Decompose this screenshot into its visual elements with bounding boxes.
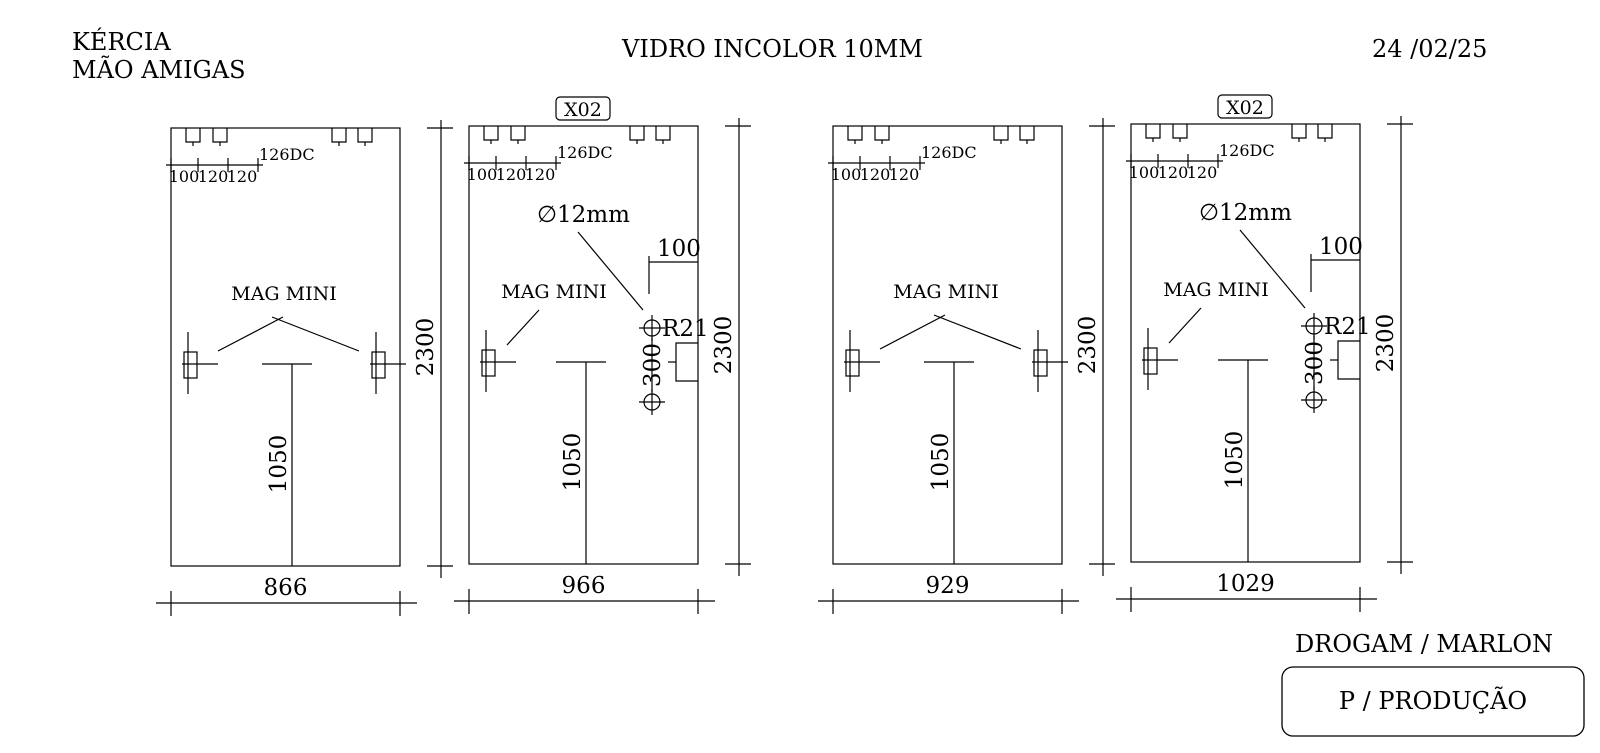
hole-diameter-label: ∅12mm	[537, 202, 630, 228]
diameter-leader	[577, 231, 644, 311]
panel-outline	[170, 127, 401, 567]
status-label: P / PRODUÇÃO	[1339, 686, 1527, 715]
mag-leader	[506, 309, 540, 346]
handle-height-label: 1050	[266, 435, 292, 494]
hinge-cutout	[655, 126, 671, 141]
status-box	[1281, 666, 1585, 737]
hinge-code-label: 126DC	[557, 143, 613, 162]
drawing-date: 24 /02/25	[1372, 35, 1487, 63]
qty-box	[1217, 94, 1273, 119]
width-dim-label: 929	[926, 573, 970, 599]
width-dim-label: 1029	[1216, 571, 1275, 597]
handle-height-label: 1050	[1222, 431, 1248, 490]
mag-label: MAG MINI	[231, 283, 336, 305]
qty-label: X02	[1226, 97, 1264, 119]
width-dim-label: 866	[264, 575, 308, 601]
hinge-dim-label: 120	[860, 165, 891, 184]
hinge-cutout	[185, 128, 201, 143]
hinge-dim-label: 100	[467, 165, 498, 184]
drawing-title: VIDRO INCOLOR 10MM	[621, 35, 923, 63]
hole-spacing-label: 300	[1302, 341, 1328, 385]
radius-label: R21	[662, 316, 709, 342]
hinge-cutout	[847, 126, 863, 141]
width-dim-label: 966	[562, 573, 606, 599]
hinge-cutout	[874, 126, 890, 141]
qty-box	[555, 96, 611, 121]
hinge-cutout	[1291, 124, 1307, 139]
mag-lock-symbol	[1033, 349, 1048, 377]
mag-leader	[217, 316, 284, 352]
hinge-dim-label: 120	[496, 165, 527, 184]
client-name-line2: MÃO AMIGAS	[72, 55, 246, 84]
hinge-cutout	[212, 128, 228, 143]
hole-offset-label: 100	[657, 236, 701, 262]
mag-label: MAG MINI	[501, 281, 606, 303]
handle-notch	[1337, 340, 1360, 380]
hole-spacing-label: 300	[640, 343, 666, 387]
height-dim-label: 2300	[413, 318, 439, 377]
mag-leader	[879, 314, 946, 350]
mag-lock-symbol	[183, 351, 198, 379]
mag-lock-symbol	[481, 349, 496, 377]
mag-label: MAG MINI	[1163, 279, 1268, 301]
hinge-code-label: 126DC	[259, 145, 315, 164]
hinge-cutout	[1172, 124, 1188, 139]
hinge-dim-label: 120	[1158, 163, 1189, 182]
height-dim-label: 2300	[1075, 316, 1101, 375]
hole-offset-label: 100	[1319, 234, 1363, 260]
hinge-code-label: 126DC	[1219, 141, 1275, 160]
client-name-line1: KÉRCIA	[72, 27, 171, 56]
height-dim-label: 2300	[711, 316, 737, 375]
radius-label: R21	[1324, 314, 1371, 340]
mag-lock-symbol	[1143, 347, 1158, 375]
hinge-cutout	[1019, 126, 1035, 141]
height-dim-label: 2300	[1373, 314, 1399, 373]
hinge-cutout	[331, 128, 347, 143]
mag-leader	[1168, 307, 1202, 344]
handle-height-label: 1050	[560, 433, 586, 492]
mag-lock-symbol	[845, 349, 860, 377]
qty-label: X02	[564, 99, 602, 121]
diameter-leader	[1239, 229, 1306, 309]
hinge-dim-label: 120	[227, 167, 258, 186]
panel-outline	[832, 125, 1063, 565]
hinge-cutout	[510, 126, 526, 141]
panel-outline	[1130, 123, 1361, 563]
mag-label: MAG MINI	[893, 281, 998, 303]
handle-notch	[675, 342, 698, 382]
hinge-cutout	[357, 128, 373, 143]
hinge-code-label: 126DC	[921, 143, 977, 162]
mag-leader	[933, 314, 1022, 350]
hinge-cutout	[993, 126, 1009, 141]
hinge-cutout	[1317, 124, 1333, 139]
hinge-dim-label: 120	[889, 165, 920, 184]
hinge-dim-label: 100	[831, 165, 862, 184]
hinge-dim-label: 120	[525, 165, 556, 184]
hinge-cutout	[483, 126, 499, 141]
panel-outline	[468, 125, 699, 565]
hinge-cutout	[1145, 124, 1161, 139]
hinge-dim-label: 120	[198, 167, 229, 186]
handle-height-label: 1050	[928, 433, 954, 492]
hole-diameter-label: ∅12mm	[1199, 200, 1292, 226]
mag-leader	[271, 316, 360, 352]
mag-lock-symbol	[371, 351, 386, 379]
hinge-dim-label: 100	[1129, 163, 1160, 182]
hinge-cutout	[629, 126, 645, 141]
author-label: DROGAM / MARLON	[1295, 630, 1553, 658]
hinge-dim-label: 120	[1187, 163, 1218, 182]
hinge-dim-label: 100	[169, 167, 200, 186]
